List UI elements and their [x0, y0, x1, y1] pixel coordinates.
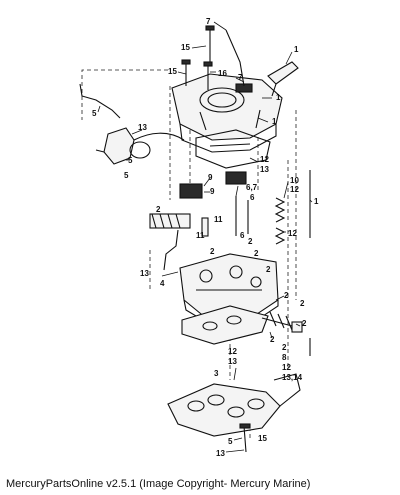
callout-label: 1 [294, 45, 299, 54]
callout-label: 2 [284, 291, 289, 300]
callout-label: 7 [206, 17, 211, 26]
callout-label: 2 [210, 247, 215, 256]
callout-label: 9 [208, 173, 213, 182]
callout-label: 12 [290, 185, 299, 194]
callout-label: 7 [238, 73, 243, 82]
callout-label: 2 [300, 299, 305, 308]
callout-label: 2 [248, 237, 253, 246]
callout-label: 5 [128, 156, 133, 165]
callout-label: 5 [228, 437, 233, 446]
callout-label: 5 [92, 109, 97, 118]
callout-label: 15 [258, 434, 267, 443]
callout-label: 10 [290, 176, 299, 185]
bottom-screw [239, 423, 251, 453]
callout-label: 12 [288, 229, 297, 238]
choke-lever [267, 61, 299, 97]
callout-label: 13 [140, 269, 149, 278]
idle-screw [261, 311, 311, 356]
callout-label: 11 [214, 215, 223, 224]
carburetor-exploded-diagram: 7 15 15 16 7 1 5 13 1 1 5 12 13 5 9 9 6,… [79, 17, 319, 458]
copyright-caption: MercuryPartsOnline v2.5.1 (Image Copyrig… [6, 478, 311, 490]
callout-label: 13 [138, 123, 147, 132]
throttle-gasket [181, 305, 269, 345]
callout-label: 2 [302, 319, 307, 328]
callout-label: 1 [314, 197, 319, 206]
callout-label: 6,7 [246, 183, 258, 192]
float-parts [149, 171, 249, 237]
callout-label: 5 [124, 171, 129, 180]
callout-label: 2 [270, 335, 275, 344]
callout-label: 13 [216, 449, 225, 458]
callout-label: 16 [218, 69, 227, 78]
air-horn-gasket [195, 129, 271, 169]
callout-label: 12 [282, 363, 291, 372]
callout-label: 8 [282, 353, 287, 362]
callout-label: 15 [181, 43, 190, 52]
callout-label: 13 [228, 357, 237, 366]
callout-labels: 7 15 15 16 7 1 5 13 1 1 5 12 13 5 9 9 6,… [92, 17, 319, 458]
air-horn-assembly [171, 73, 283, 153]
throttle-body [167, 373, 301, 437]
callout-label: 1 [276, 93, 281, 102]
callout-label: 2 [266, 265, 271, 274]
callout-label: 15 [168, 67, 177, 76]
callout-label: 1 [272, 117, 277, 126]
callout-label: 2 [282, 343, 287, 352]
choke-rod [79, 83, 121, 119]
callout-label: 6 [250, 193, 255, 202]
metering-springs [274, 170, 311, 245]
callout-label: 2 [156, 205, 161, 214]
callout-label: 11 [196, 231, 205, 240]
vacuum-break [95, 127, 185, 165]
callout-label: 6 [240, 231, 245, 240]
callout-label: 13 [260, 165, 269, 174]
callout-label: 4 [160, 279, 165, 288]
callout-label: 12 [228, 347, 237, 356]
leader-lines [97, 21, 313, 453]
pump-rod [163, 229, 179, 271]
callout-label: 3 [214, 369, 219, 378]
callout-label: 2 [254, 249, 259, 258]
callout-label: 13,14 [282, 373, 303, 382]
float-bowl [179, 253, 279, 323]
callout-label: 12 [260, 155, 269, 164]
callout-label: 9 [210, 187, 215, 196]
